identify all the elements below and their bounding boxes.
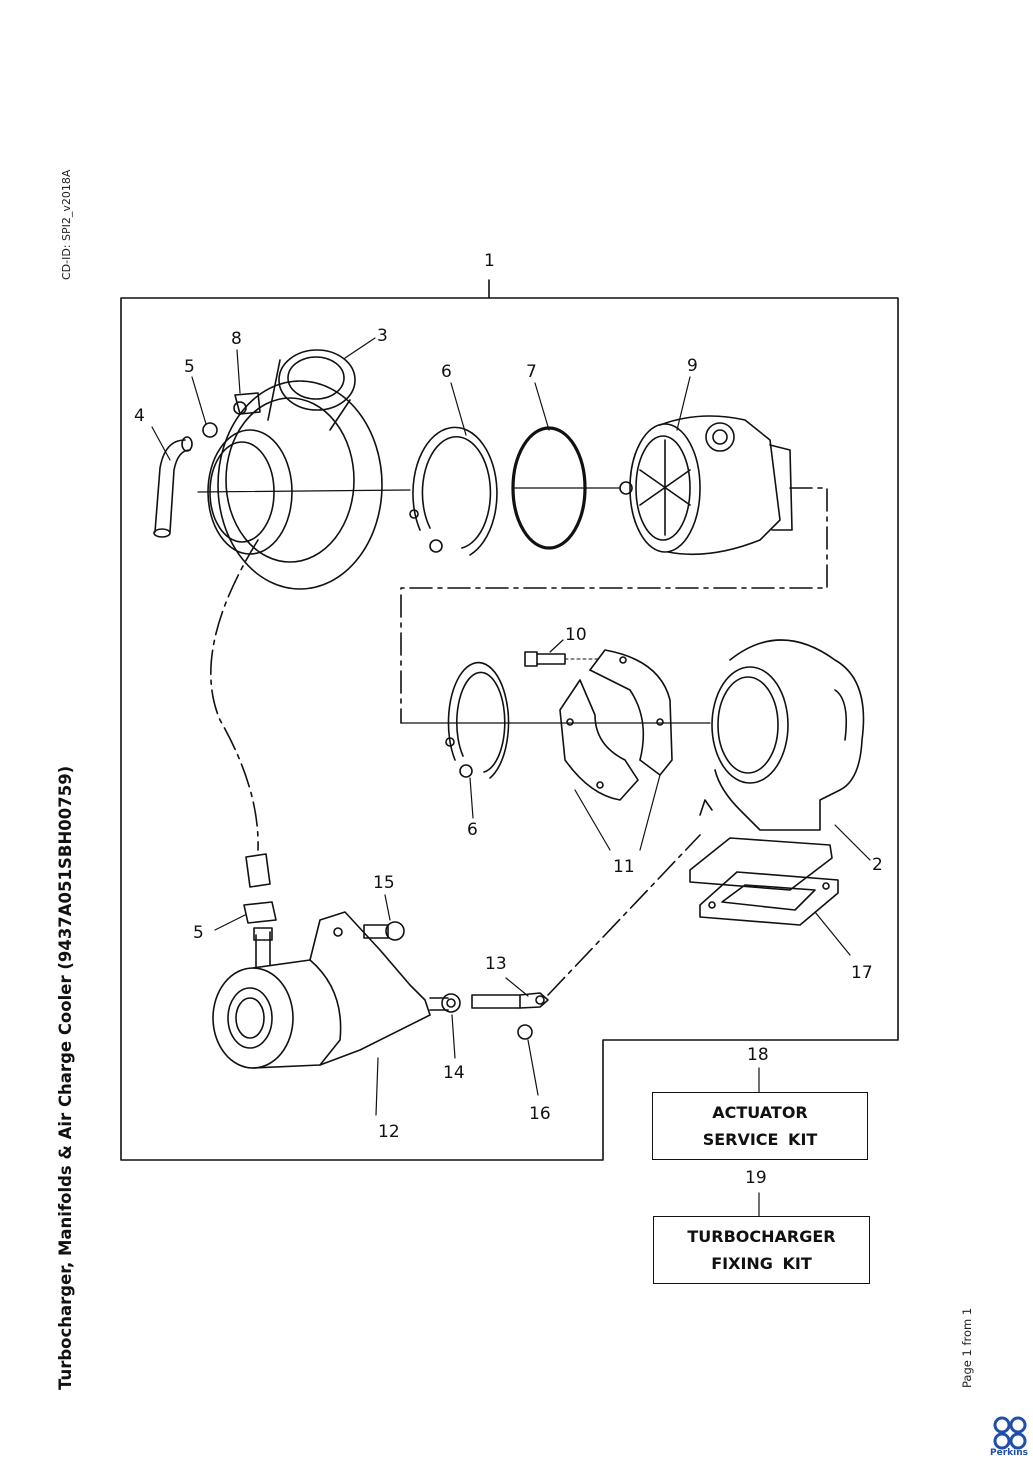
- callout-3: 3: [377, 326, 388, 346]
- callout-11: 11: [613, 857, 635, 877]
- callout-19: 19: [745, 1168, 767, 1188]
- actuator-service-kit-box: ACTUATOR SERVICE KIT: [652, 1092, 868, 1160]
- bolt: [524, 651, 599, 667]
- turbocharger-fixing-kit-box: TURBOCHARGER FIXING KIT: [653, 1216, 870, 1284]
- circlip-top: [409, 426, 498, 556]
- heat-shield: [559, 649, 673, 801]
- callout-7: 7: [526, 362, 537, 382]
- actuator-kit-line1: ACTUATOR: [712, 1103, 808, 1122]
- rod-end-assembly: [441, 834, 701, 1040]
- callout-6-top: 6: [441, 362, 452, 382]
- turbo-kit-line2: FIXING KIT: [711, 1254, 812, 1273]
- callout-15: 15: [373, 873, 395, 893]
- callout-4: 4: [134, 406, 145, 426]
- callout-labels: 1 3 8 5 4 6 7 9 10 6 11 2 17 15 5 13 14 …: [134, 251, 883, 1188]
- callout-5-lower: 5: [193, 923, 204, 943]
- callout-8: 8: [231, 329, 242, 349]
- turbine-housing: [699, 639, 865, 831]
- actuator: [212, 911, 449, 1069]
- perkins-logo-icon: [993, 1416, 1027, 1450]
- clip-lower: [210, 539, 277, 924]
- callout-12: 12: [378, 1122, 400, 1142]
- assembly-boundary: [120, 279, 899, 1161]
- brand-label: Perkins: [990, 1448, 1028, 1458]
- callout-9: 9: [687, 356, 698, 376]
- callout-5-top: 5: [184, 357, 195, 377]
- hose: [153, 436, 193, 538]
- actuator-bolt: [363, 921, 405, 941]
- leader-lines: [151, 337, 871, 1217]
- callout-16: 16: [529, 1104, 551, 1124]
- callout-17: 17: [851, 963, 873, 983]
- compressor-housing: [197, 349, 411, 590]
- gasket: [689, 837, 839, 926]
- turbo-kit-line1: TURBOCHARGER: [687, 1227, 836, 1246]
- core-assembly: [400, 415, 828, 724]
- callout-10: 10: [565, 625, 587, 645]
- circlip-lower: [400, 661, 711, 779]
- callout-1: 1: [484, 251, 495, 271]
- callout-13: 13: [485, 954, 507, 974]
- actuator-kit-line2: SERVICE KIT: [702, 1130, 818, 1149]
- clip-top: [202, 392, 261, 438]
- callout-18: 18: [747, 1045, 769, 1065]
- callout-14: 14: [443, 1063, 465, 1083]
- callout-6-lower: 6: [467, 820, 478, 840]
- callout-2: 2: [872, 855, 883, 875]
